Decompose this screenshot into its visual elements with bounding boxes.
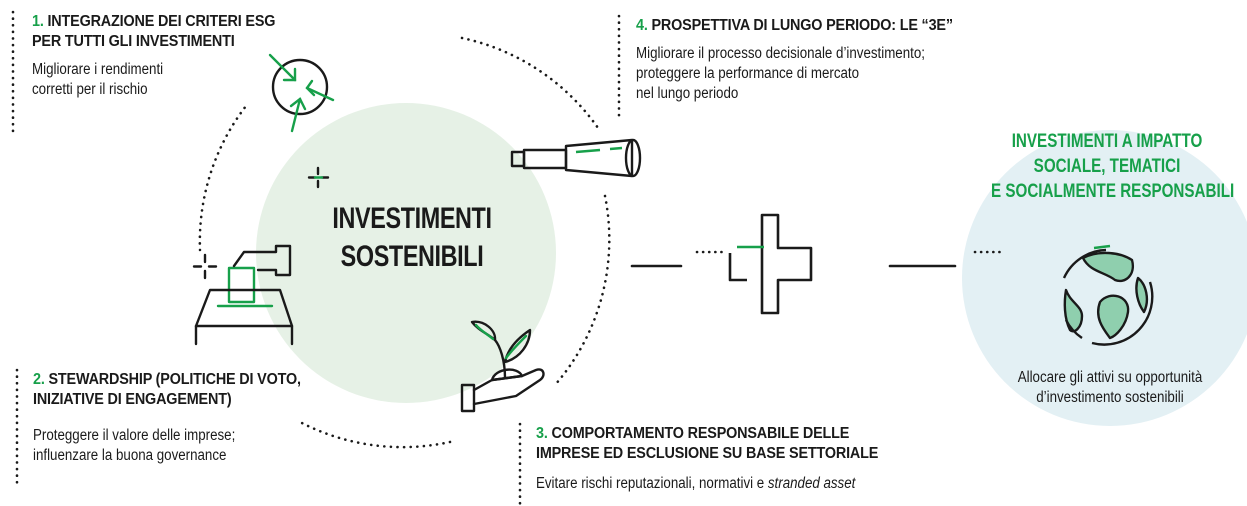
center-title-line2: SOSTENIBILI — [340, 240, 484, 273]
item-3-title-line2: IMPRESE ED ESCLUSIONE SU BASE SETTORIALE — [536, 445, 879, 462]
item-4-desc-line2: proteggere la performance di mercato — [636, 65, 860, 82]
center-circle — [256, 103, 556, 403]
item-4-title-line1: PROSPETTIVA DI LUNGO PERIODO: LE “3E” — [651, 17, 953, 34]
globe-icon — [1062, 244, 1154, 346]
item-2-description: Proteggere il valore delle imprese; infl… — [33, 426, 289, 466]
item-3: 3. COMPORTAMENTO RESPONSABILE DELLE IMPR… — [536, 424, 916, 494]
item-1-desc-line1: Migliorare i rendimenti — [32, 61, 164, 78]
item-2-desc-line1: Proteggere il valore delle imprese; — [33, 427, 236, 444]
item-1-title: 1. INTEGRAZIONE DEI CRITERI ESG PER TUTT… — [32, 12, 275, 52]
item-3-description: Evitare rischi reputazionali, normativi … — [536, 474, 863, 494]
item-3-title-line1: COMPORTAMENTO RESPONSABILE DELLE — [551, 425, 850, 442]
connector-right — [888, 250, 1005, 268]
right-desc-line1: Allocare gli attivi su opportunità — [1017, 369, 1203, 386]
connector-left — [630, 250, 728, 268]
item-2-title-line2: INIZIATIVE DI ENGAGEMENT) — [33, 391, 232, 408]
right-title-line1: INVESTIMENTI A IMPATTO — [1011, 131, 1203, 152]
item-3-desc-italic: stranded asset — [767, 475, 856, 492]
item-3-number: 3. — [536, 425, 548, 442]
item-1-number: 1. — [32, 13, 44, 30]
ballot-box-icon — [192, 244, 294, 346]
item-1-title-line2: PER TUTTI GLI INVESTIMENTI — [32, 33, 235, 50]
center-title-line1: INVESTIMENTI — [332, 202, 492, 235]
item-2-title: 2. STEWARDSHIP (POLITICHE DI VOTO, INIZI… — [33, 370, 301, 410]
item-4-desc-line3: nel lungo periodo — [636, 85, 739, 102]
item-1: 1. INTEGRAZIONE DEI CRITERI ESG PER TUTT… — [32, 12, 302, 100]
item-2-title-line1: STEWARDSHIP (POLITICHE DI VOTO, — [48, 371, 301, 388]
right-description: Allocare gli attivi su opportunità d’inv… — [960, 368, 1247, 408]
item-2: 2. STEWARDSHIP (POLITICHE DI VOTO, INIZI… — [33, 370, 331, 466]
item-4: 4. PROSPETTIVA DI LUNGO PERIODO: LE “3E”… — [636, 16, 988, 104]
right-title-line3: E SOCIALMENTE RESPONSABILI — [991, 181, 1235, 202]
arrows-inward-circle-icon — [268, 53, 335, 133]
item-1-description: Migliorare i rendimenti corretti per il … — [32, 60, 264, 100]
dotted-ring — [198, 36, 611, 449]
item-2-desc-line2: influenzare la buona governance — [33, 447, 227, 464]
item-3-desc-line1: Evitare rischi reputazionali, normativi … — [536, 475, 768, 492]
item-4-title: 4. PROSPETTIVA DI LUNGO PERIODO: LE “3E” — [636, 16, 953, 36]
center-title: INVESTIMENTI SOSTENIBILI — [302, 200, 522, 276]
right-title-line2: SOCIALE, TEMATICI — [1033, 156, 1181, 177]
item-1-title-line1: INTEGRAZIONE DEI CRITERI ESG — [47, 13, 276, 30]
item-4-desc-line1: Migliorare il processo decisionale d’inv… — [636, 45, 925, 62]
right-title: INVESTIMENTI A IMPATTO SOCIALE, TEMATICI… — [962, 129, 1247, 204]
item-1-desc-line2: corretti per il rischio — [32, 81, 148, 98]
item-4-description: Migliorare il processo decisionale d’inv… — [636, 44, 939, 104]
plus-icon — [728, 213, 813, 315]
right-circle — [962, 130, 1247, 426]
item-3-title: 3. COMPORTAMENTO RESPONSABILE DELLE IMPR… — [536, 424, 878, 464]
spyglass-icon — [510, 138, 642, 178]
sparkle-icon — [307, 166, 330, 189]
item-2-number: 2. — [33, 371, 45, 388]
item-4-number: 4. — [636, 17, 648, 34]
right-desc-line2: d’investimento sostenibili — [1036, 389, 1184, 406]
text-markers — [11, 10, 621, 506]
plant-in-hand-icon — [460, 320, 545, 413]
